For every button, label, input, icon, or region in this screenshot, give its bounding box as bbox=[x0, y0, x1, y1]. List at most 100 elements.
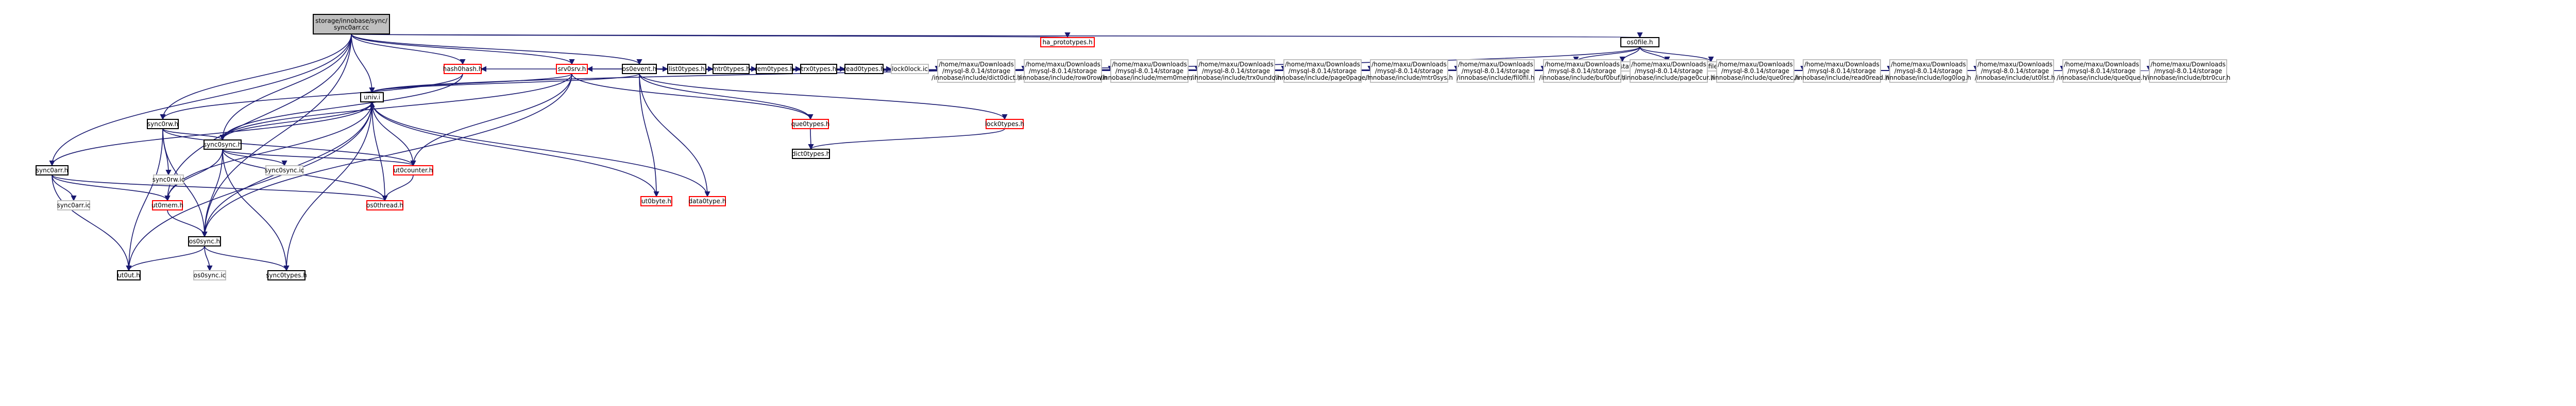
node-box-p02[interactable] bbox=[1024, 59, 1102, 83]
node-box-sync0arr_h[interactable] bbox=[36, 165, 69, 175]
node-box-p07[interactable] bbox=[1456, 59, 1535, 83]
node-box-list0types[interactable] bbox=[667, 64, 706, 74]
node-box-dict0types[interactable] bbox=[792, 149, 830, 159]
node-box-ut0ut[interactable] bbox=[117, 270, 141, 280]
node-box-ha_proto[interactable] bbox=[1040, 37, 1095, 47]
node-box-p08[interactable] bbox=[1543, 59, 1621, 83]
node-p02[interactable]: /home/maxu/Downloads/mysql-8.0.14/storag… bbox=[1019, 59, 1107, 83]
node-box-ut0mem[interactable] bbox=[152, 200, 183, 210]
node-p09[interactable]: /home/maxu/Downloads/mysql-8.0.14/storag… bbox=[1623, 59, 1715, 83]
node-ut0mem[interactable]: ut0mem.h bbox=[151, 200, 183, 210]
node-p04[interactable]: /home/maxu/Downloads/mysql-8.0.14/storag… bbox=[1191, 59, 1281, 83]
node-ha_proto[interactable]: ha_prototypes.h bbox=[1040, 37, 1095, 47]
node-root[interactable]: storage/innobase/sync/sync0arr.cc bbox=[313, 14, 390, 34]
node-box-p05[interactable] bbox=[1283, 59, 1362, 83]
node-p03[interactable]: /home/maxu/Downloads/mysql-8.0.14/storag… bbox=[1100, 59, 1199, 83]
node-box-lock0types[interactable] bbox=[986, 119, 1024, 129]
node-box-ut0byte[interactable] bbox=[640, 196, 672, 206]
node-p10[interactable]: /home/maxu/Downloads/mysql-8.0.14/storag… bbox=[1711, 59, 1799, 83]
node-box-p14[interactable] bbox=[2062, 59, 2141, 83]
node-box-p13[interactable] bbox=[1976, 59, 2054, 83]
node-box-sync0sync_ic[interactable] bbox=[265, 165, 303, 175]
node-box-p10[interactable] bbox=[1716, 59, 1794, 83]
node-box-p11[interactable] bbox=[1803, 59, 1881, 83]
node-label-sync0arr_ic-0: sync0arr.ic bbox=[57, 202, 91, 209]
node-os0file[interactable]: os0file.h bbox=[1620, 37, 1659, 47]
node-hash0hash[interactable]: hash0hash.h bbox=[443, 64, 483, 74]
node-box-p15[interactable] bbox=[2149, 59, 2227, 83]
node-box-p04[interactable] bbox=[1197, 59, 1275, 83]
node-p12[interactable]: /home/maxu/Downloads/mysql-8.0.14/storag… bbox=[1886, 59, 1971, 83]
edge-os0file-to-os0file_ic bbox=[1639, 46, 1714, 63]
node-p01[interactable]: /home/maxu/Downloads/mysql-8.0.14/storag… bbox=[931, 59, 1021, 83]
node-box-p06[interactable] bbox=[1370, 59, 1448, 83]
node-ut0ut[interactable]: ut0ut.h bbox=[117, 270, 141, 280]
node-p08[interactable]: /home/maxu/Downloads/mysql-8.0.14/storag… bbox=[1539, 59, 1625, 83]
edge-hash0hash-to-sync0rw bbox=[160, 73, 463, 120]
node-read0types[interactable]: read0types.h bbox=[843, 64, 885, 74]
node-box-hash0hash[interactable] bbox=[444, 64, 482, 74]
node-box-mtr0types[interactable] bbox=[713, 64, 750, 74]
node-label-p01-0: /home/maxu/Downloads bbox=[939, 61, 1014, 68]
node-srv0srv[interactable]: srv0srv.h bbox=[556, 64, 588, 74]
node-sync0rw[interactable]: sync0rw.h bbox=[147, 119, 179, 129]
node-os0thread[interactable]: os0thread.h bbox=[366, 200, 403, 210]
node-box-os0sync[interactable] bbox=[188, 236, 221, 246]
node-label-que0types-0: que0types.h bbox=[791, 120, 830, 128]
node-sync0sync[interactable]: sync0sync.h bbox=[204, 139, 242, 150]
node-box-p09[interactable] bbox=[1630, 59, 1708, 83]
node-box-os0sync_ic[interactable] bbox=[193, 270, 226, 280]
node-box-ut0counter[interactable] bbox=[393, 165, 433, 175]
node-que0types[interactable]: que0types.h bbox=[791, 119, 830, 129]
node-box-root[interactable] bbox=[313, 14, 390, 34]
node-box-os0thread[interactable] bbox=[366, 200, 403, 210]
node-sync0sync_ic[interactable]: sync0sync.ic bbox=[265, 165, 304, 175]
node-rem0types[interactable]: rem0types.h bbox=[755, 64, 794, 74]
node-univ_i[interactable]: univ.i bbox=[360, 92, 384, 102]
node-box-sync0rw_ic[interactable] bbox=[153, 174, 184, 185]
node-label-p09-2: /innobase/include/page0cur.h bbox=[1623, 74, 1714, 81]
node-sync0arr_h[interactable]: sync0arr.h bbox=[36, 165, 69, 175]
node-os0sync_ic[interactable]: os0sync.ic bbox=[193, 270, 226, 280]
node-trx0types[interactable]: trx0types.h bbox=[800, 64, 837, 74]
node-label-lock0types-0: lock0types.h bbox=[985, 120, 1024, 128]
node-p07[interactable]: /home/maxu/Downloads/mysql-8.0.14/storag… bbox=[1456, 59, 1535, 83]
node-data0type[interactable]: data0type.h bbox=[689, 196, 726, 206]
node-p13[interactable]: /home/maxu/Downloads/mysql-8.0.14/storag… bbox=[1975, 59, 2055, 83]
node-sync0rw_ic[interactable]: sync0rw.ic bbox=[152, 174, 185, 185]
node-box-trx0types[interactable] bbox=[800, 64, 837, 74]
node-box-sync0arr_ic[interactable] bbox=[57, 200, 90, 210]
node-p11[interactable]: /home/maxu/Downloads/mysql-8.0.14/storag… bbox=[1794, 59, 1889, 83]
node-os0event[interactable]: os0event.h bbox=[622, 64, 657, 74]
node-lock0types[interactable]: lock0types.h bbox=[985, 119, 1024, 129]
node-ut0byte[interactable]: ut0byte.h bbox=[640, 196, 672, 206]
node-sync0arr_ic[interactable]: sync0arr.ic bbox=[57, 200, 91, 210]
node-box-lock0lock_ic[interactable] bbox=[891, 64, 929, 74]
node-label-hash0hash-0: hash0hash.h bbox=[443, 65, 483, 73]
node-box-univ_i[interactable] bbox=[360, 92, 384, 102]
node-dict0types[interactable]: dict0types.h bbox=[792, 149, 830, 159]
node-box-que0types[interactable] bbox=[792, 119, 829, 129]
node-p06[interactable]: /home/maxu/Downloads/mysql-8.0.14/storag… bbox=[1365, 59, 1453, 83]
node-box-p01[interactable] bbox=[937, 59, 1015, 83]
node-box-os0event[interactable] bbox=[622, 64, 657, 74]
node-box-data0type[interactable] bbox=[689, 196, 726, 206]
node-box-os0file[interactable] bbox=[1620, 37, 1659, 47]
node-os0sync[interactable]: os0sync.h bbox=[188, 236, 221, 246]
node-box-rem0types[interactable] bbox=[756, 64, 793, 74]
node-box-p03[interactable] bbox=[1110, 59, 1189, 83]
node-ut0counter[interactable]: ut0counter.h bbox=[393, 165, 433, 175]
node-box-sync0sync[interactable] bbox=[204, 139, 242, 150]
node-p15[interactable]: /home/maxu/Downloads/mysql-8.0.14/storag… bbox=[2146, 59, 2230, 83]
node-p14[interactable]: /home/maxu/Downloads/mysql-8.0.14/storag… bbox=[2057, 59, 2146, 83]
node-box-sync0rw[interactable] bbox=[147, 119, 179, 129]
node-p05[interactable]: /home/maxu/Downloads/mysql-8.0.14/storag… bbox=[1274, 59, 1371, 83]
node-mtr0types[interactable]: mtr0types.h bbox=[712, 64, 750, 74]
node-sync0types[interactable]: sync0types.h bbox=[266, 270, 307, 280]
node-box-sync0types[interactable] bbox=[267, 270, 306, 280]
node-box-read0types[interactable] bbox=[844, 64, 884, 74]
node-list0types[interactable]: list0types.h bbox=[667, 64, 706, 74]
node-box-p12[interactable] bbox=[1889, 59, 1968, 83]
node-lock0lock_ic[interactable]: lock0lock.ic bbox=[891, 64, 929, 74]
node-box-srv0srv[interactable] bbox=[556, 64, 588, 74]
